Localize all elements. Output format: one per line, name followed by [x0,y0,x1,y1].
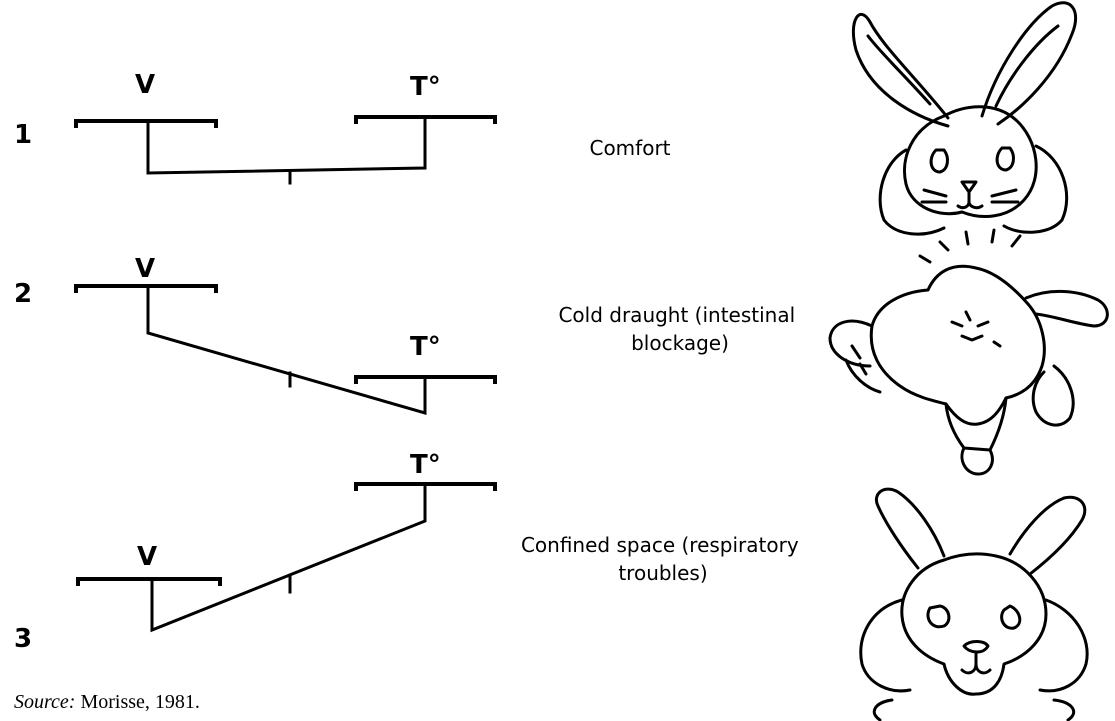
row-3-caption-line-1: Confined space (respiratory [521,533,799,557]
row-2-caption: Cold draught (intestinal blockage) [558,303,801,355]
source-note: Source: Morisse, 1981. [14,691,200,713]
row-2-v-label: V [135,254,155,284]
row-2-beam [148,286,425,413]
row-1-balance [76,117,495,183]
row-1: 1 V T° Comfort [14,70,671,183]
row-3-v-bar [78,579,220,586]
row-1-t-label: T° [410,72,441,102]
row-1-caption: Comfort [589,136,670,160]
rabbit-comfort-illustration [853,3,1075,234]
row-3-v-label: V [137,542,157,572]
row-2-v-bar [76,286,216,293]
row-2: 2 V T° Cold draught (intestinal blockage… [14,254,802,413]
row-1-caption-line: Comfort [589,136,670,160]
row-3-caption: Confined space (respiratory troubles) [521,533,805,585]
row-2-caption-line-2: blockage) [631,331,729,355]
rabbit-cold-draught-illustration [830,230,1107,474]
row-3-beam [152,484,425,630]
source-text: Morisse, 1981. [75,691,199,713]
row-3-t-label: T° [410,450,441,480]
row-3-caption-line-2: troubles) [618,561,707,585]
row-1-v-label: V [135,70,155,100]
source-label: Source: [14,691,75,713]
row-2-caption-line-1: Cold draught (intestinal [558,303,795,327]
row-1-number: 1 [14,120,32,150]
row-1-beam [148,117,425,173]
row-2-number: 2 [14,279,32,309]
row-1-v-bar [76,121,216,128]
row-3: 3 V T° Confined space (respiratory troub… [14,450,805,654]
row-2-t-label: T° [410,332,441,362]
row-3-number: 3 [14,624,32,654]
rabbit-confined-space-illustration [861,489,1087,720]
